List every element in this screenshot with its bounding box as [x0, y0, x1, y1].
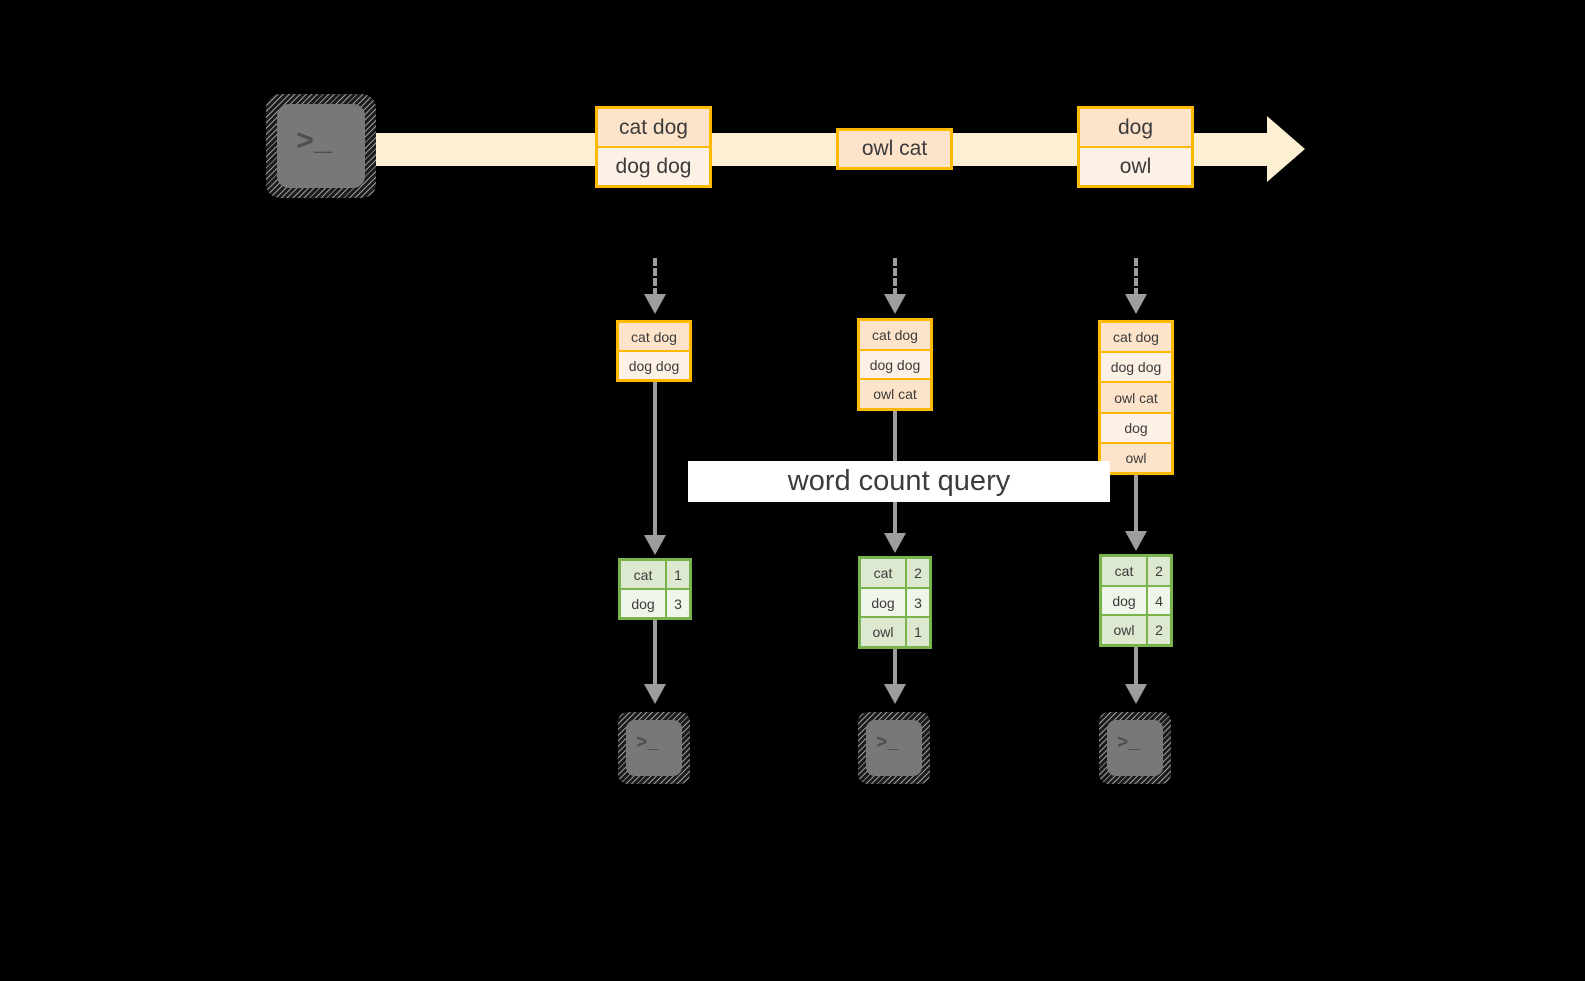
accumulated-line: dog [1101, 413, 1171, 442]
terminal-body [866, 720, 922, 776]
query-connector-arrow-1 [644, 535, 666, 555]
result-count: 3 [907, 588, 929, 617]
stream-batch-line: owl cat [839, 131, 950, 167]
table-row: cat 1 [621, 561, 689, 588]
source-terminal-icon: >_ [266, 94, 376, 198]
terminal-body [277, 104, 365, 188]
result-table-2: cat 2 dog 3 owl 1 [858, 556, 932, 649]
accumulated-records-1: cat dog dog dog [616, 320, 692, 382]
result-word: dog [621, 590, 665, 617]
stream-batch-line: dog [1080, 109, 1191, 146]
sink-connector-2 [893, 649, 897, 688]
sink-connector-3 [1134, 647, 1138, 688]
query-connector-1 [653, 382, 657, 540]
result-count: 2 [907, 559, 929, 587]
sink-connector-arrow-2 [884, 684, 906, 704]
stream-batch-2: owl cat [836, 128, 953, 170]
dashed-arrow-head-icon [1125, 294, 1147, 314]
table-row: dog 3 [861, 588, 929, 617]
stream-batch-1: cat dog dog dog [595, 106, 712, 188]
query-label-band: word count query [688, 461, 1110, 502]
accumulated-line: dog dog [619, 352, 689, 379]
stream-batch-line: dog dog [598, 148, 709, 185]
sink-terminal-icon-1: >_ [618, 712, 690, 784]
sink-terminal-icon-2: >_ [858, 712, 930, 784]
terminal-prompt-glyph: >_ [636, 732, 659, 754]
dashed-arrow-down-icon [1134, 258, 1138, 296]
table-row: cat 2 [1102, 557, 1170, 585]
result-word: cat [621, 561, 665, 588]
result-count: 2 [1148, 557, 1170, 585]
result-count: 1 [667, 561, 689, 588]
stream-batch-3: dog owl [1077, 106, 1194, 188]
terminal-prompt-glyph: >_ [1117, 732, 1140, 754]
table-row: dog 3 [621, 590, 689, 617]
dashed-arrow-head-icon [644, 294, 666, 314]
result-table-3: cat 2 dog 4 owl 2 [1099, 554, 1173, 647]
result-table-1: cat 1 dog 3 [618, 558, 692, 620]
dashed-arrow-head-icon [884, 294, 906, 314]
stream-batch-line: cat dog [598, 109, 709, 146]
table-row: owl 1 [861, 618, 929, 647]
terminal-body [626, 720, 682, 776]
accumulated-line: dog dog [1101, 353, 1171, 382]
query-connector-arrow-3 [1125, 531, 1147, 551]
query-connector-3 [1134, 475, 1138, 537]
result-word: cat [861, 559, 905, 587]
accumulated-line: owl cat [1101, 383, 1171, 412]
result-word: cat [1102, 557, 1146, 585]
result-count: 2 [1148, 616, 1170, 645]
result-word: dog [861, 588, 905, 617]
result-word: owl [1102, 616, 1146, 645]
accumulated-records-3: cat dog dog dog owl cat dog owl [1098, 320, 1174, 475]
accumulated-line: cat dog [1101, 323, 1171, 352]
result-word: owl [861, 618, 905, 647]
result-count: 1 [907, 618, 929, 647]
accumulated-line: owl cat [860, 380, 930, 409]
dashed-arrow-down-icon [653, 258, 657, 296]
result-count: 4 [1148, 586, 1170, 615]
accumulated-records-2: cat dog dog dog owl cat [857, 318, 933, 411]
table-row: owl 2 [1102, 616, 1170, 645]
accumulated-line: cat dog [860, 321, 930, 349]
accumulated-line: cat dog [619, 323, 689, 350]
terminal-body [1107, 720, 1163, 776]
result-count: 3 [667, 590, 689, 617]
table-row: cat 2 [861, 559, 929, 587]
table-row: dog 4 [1102, 586, 1170, 615]
terminal-prompt-glyph: >_ [876, 732, 899, 754]
dashed-arrow-down-icon [893, 258, 897, 296]
stream-batch-line: owl [1080, 148, 1191, 185]
sink-connector-arrow-3 [1125, 684, 1147, 704]
result-word: dog [1102, 586, 1146, 615]
accumulated-line: owl [1101, 443, 1171, 473]
terminal-prompt-glyph: >_ [296, 126, 333, 160]
accumulated-line: dog dog [860, 350, 930, 379]
stream-arrow-head [1267, 116, 1305, 182]
sink-terminal-icon-3: >_ [1099, 712, 1171, 784]
sink-connector-1 [653, 620, 657, 688]
query-connector-arrow-2 [884, 533, 906, 553]
sink-connector-arrow-1 [644, 684, 666, 704]
